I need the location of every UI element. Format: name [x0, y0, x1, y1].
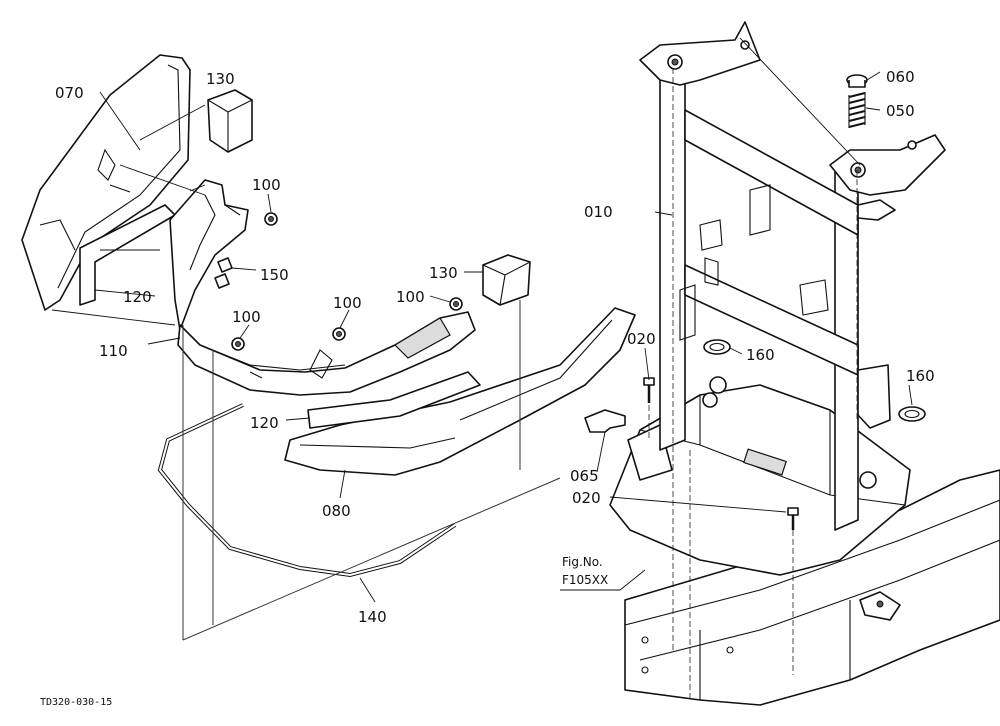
label-110: 110 — [99, 342, 128, 360]
label-130-lower: 130 — [429, 264, 458, 282]
label-065: 065 — [570, 467, 599, 485]
lower-cover-080 — [284, 307, 636, 476]
assembly-lines-right — [596, 37, 913, 700]
part-labels: 070 130 100 150 120 100 110 100 100 130 … — [55, 68, 935, 626]
vehicle-frame — [624, 469, 1000, 706]
nut-100-c — [332, 327, 346, 341]
label-120-upper: 120 — [123, 288, 152, 306]
front-beam — [177, 311, 476, 396]
label-100-d: 100 — [396, 288, 425, 306]
label-100-a: 100 — [252, 176, 281, 194]
label-120-lower: 120 — [250, 414, 279, 432]
label-100-b: 100 — [232, 308, 261, 326]
frame-010 — [639, 21, 946, 531]
figure-reference-line1: Fig.No. — [562, 555, 603, 569]
spring-050 — [848, 92, 866, 128]
label-010: 010 — [584, 203, 613, 221]
cap-060 — [846, 74, 868, 88]
label-140: 140 — [358, 608, 387, 626]
label-130-upper: 130 — [206, 70, 235, 88]
figure-reference-line2: F105XX — [562, 573, 608, 587]
label-020-a: 020 — [627, 330, 656, 348]
seal-strip-120-lower — [307, 371, 481, 429]
bolt-020-a — [643, 377, 655, 403]
figure-reference: Fig.No. F105XX — [560, 555, 646, 591]
label-150: 150 — [260, 266, 289, 284]
label-080: 080 — [322, 502, 351, 520]
front-bracket-110 — [169, 179, 249, 331]
clip-065 — [584, 409, 626, 433]
drawing-code: TD320-030-15 — [40, 697, 112, 708]
label-060: 060 — [886, 68, 915, 86]
nut-100-b — [231, 337, 245, 351]
bolt-020-b — [787, 507, 799, 530]
label-020-b: 020 — [572, 489, 601, 507]
label-050: 050 — [886, 102, 915, 120]
spacer-block-130-lower — [482, 254, 531, 306]
clip-150 — [214, 257, 233, 289]
leader-lines-left — [94, 91, 483, 603]
label-100-c: 100 — [333, 294, 362, 312]
grommet-160-b — [898, 406, 926, 422]
wire-rod-140 — [157, 403, 457, 578]
grommet-160-a — [703, 339, 731, 355]
label-160-b: 160 — [906, 367, 935, 385]
nut-100-d — [449, 297, 463, 311]
spacer-block-130-upper — [207, 89, 253, 153]
label-160-a: 160 — [746, 346, 775, 364]
seal-strip-120-upper — [79, 204, 176, 306]
label-070: 070 — [55, 84, 84, 102]
nut-100-a — [264, 212, 278, 226]
side-cover-070 — [21, 54, 191, 311]
assembly-lines-left — [51, 104, 561, 641]
